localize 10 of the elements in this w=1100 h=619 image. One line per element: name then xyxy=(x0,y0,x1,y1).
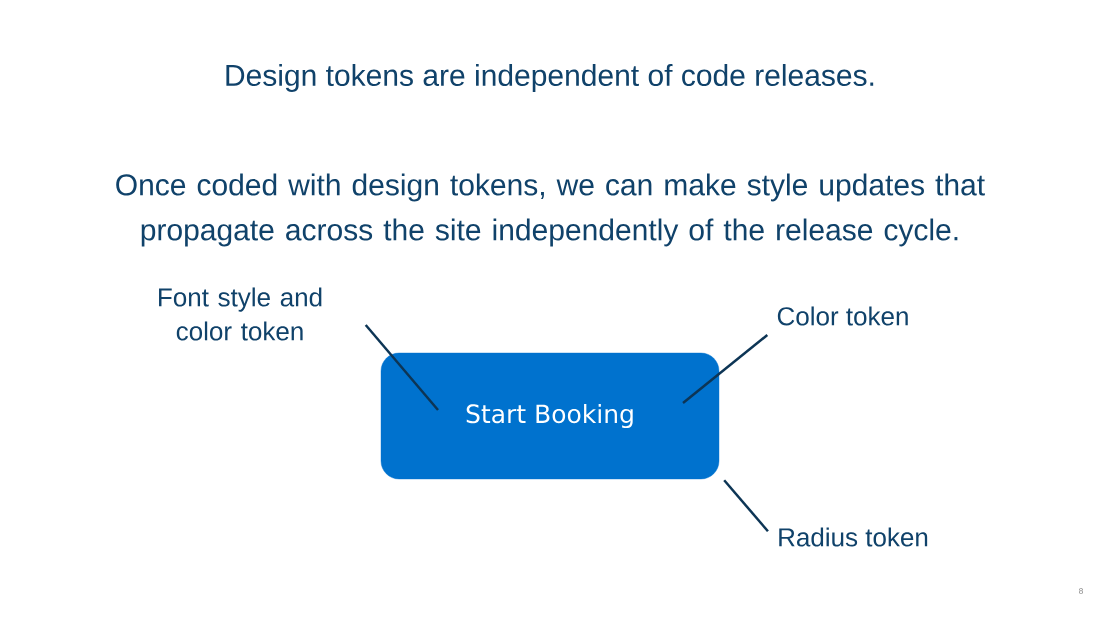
leader-line xyxy=(364,324,439,411)
button: Start Booking xyxy=(380,352,720,480)
callout-label: Color token xyxy=(777,306,908,326)
heading: Design tokens are independent of code releases. xyxy=(226,64,874,92)
callout-label: Radius token xyxy=(779,527,928,547)
paragraph: Once coded with design tokens, we can make style updates that propagate across the site independently of the release cycle. xyxy=(116,173,985,247)
leader-line xyxy=(682,334,769,404)
page-number: 8 xyxy=(1079,588,1083,594)
callout-label: Font style and color token xyxy=(159,287,322,341)
leader-line xyxy=(723,479,769,533)
